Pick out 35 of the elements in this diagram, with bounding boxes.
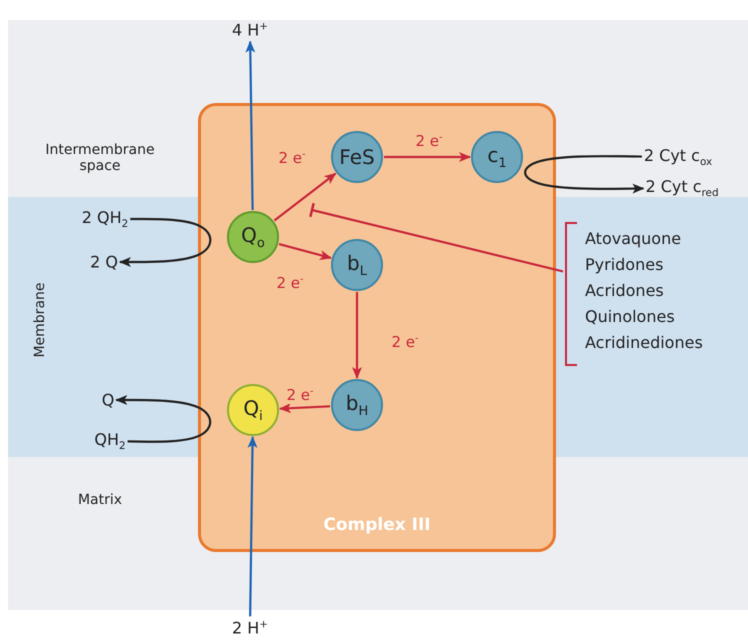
arrow [278,242,332,260]
inhibitor-name: Acridinediones [585,332,704,354]
species-label: QH$_{2}$ [94,430,126,452]
protein-circle: c$_{1}$ [471,131,523,183]
complex-box [198,103,556,552]
inhibitor-name: Pyridones [585,254,664,276]
arrow [352,292,362,379]
site-circle: Q$_{o}$ [227,211,279,263]
protein-circle: b$_{H}$ [331,379,383,431]
inhibitor-name: Quinolones [585,306,676,328]
species-label: 2 H$^{+}$ [232,618,268,638]
inhibition-line [309,202,564,273]
species-label: Q [102,390,114,410]
region-label: Membrane [32,281,48,360]
arrow [247,436,258,616]
complex-label: Complex III [322,515,432,535]
arrow [118,218,212,267]
protein-circle: b$_{L}$ [331,239,383,291]
inhibitor-name: Atovaquone [585,228,682,250]
inhibitor-name: Acridones [585,280,665,302]
species-label: 2 Cyt c$_{ox}$ [644,146,712,168]
species-label: 2 Q [90,252,118,272]
site-circle: Q$_{i}$ [227,384,279,436]
region-label: Matrix [76,492,124,508]
arrow [245,40,256,210]
arrow [384,152,471,162]
arrow [115,395,212,443]
arrow [274,172,336,222]
species-label: 4 H$^{+}$ [232,20,268,40]
arrow [524,155,644,194]
species-label: 2 Cyt c$_{red}$ [645,176,719,200]
arrow [278,403,330,414]
species-label: 2 QH$_{2}$ [82,208,128,230]
protein-circle: FeS [331,131,383,183]
region-label: Intermembrane space [44,142,156,174]
